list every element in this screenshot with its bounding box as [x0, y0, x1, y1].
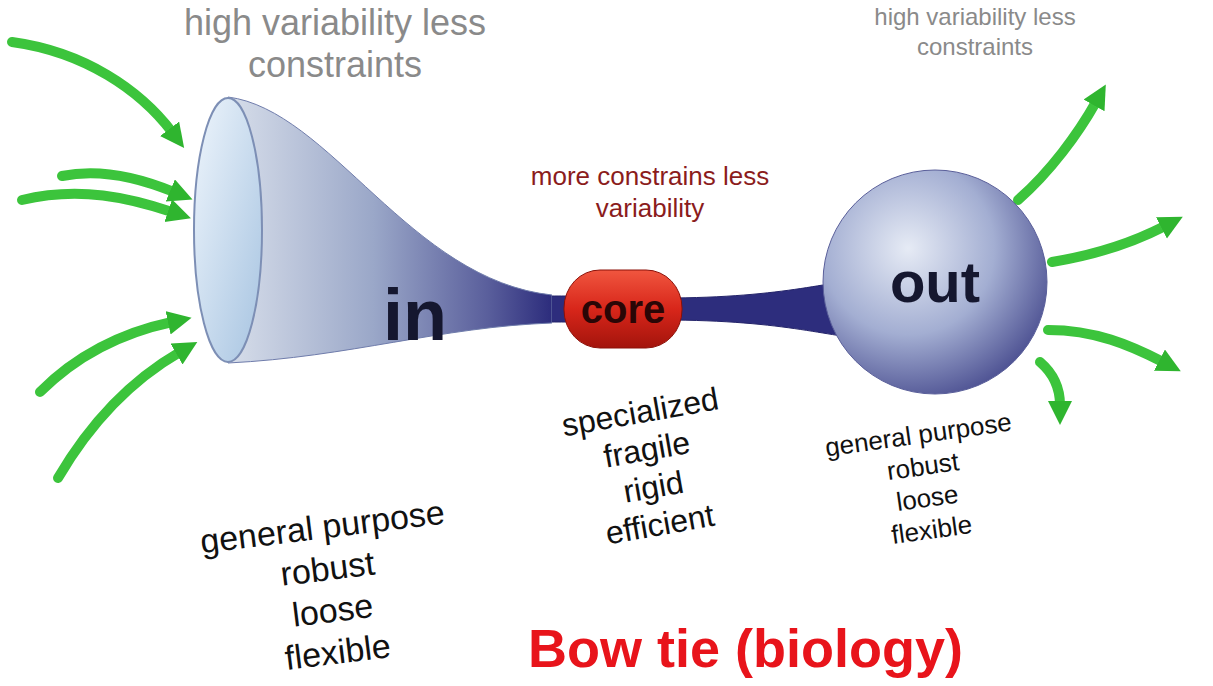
input-arrow [62, 173, 174, 192]
node-label: in [360, 279, 470, 351]
constraint-note: high variability less constraints [180, 2, 490, 86]
funnel-rim [194, 98, 262, 362]
funnel-body [228, 97, 552, 363]
output-bulb-node: out [815, 160, 1055, 410]
caption-text: Bow tie (biology) [528, 618, 963, 678]
label-text: more constrains less variability [530, 160, 770, 224]
node-label: core [563, 289, 683, 329]
green-arrows [12, 42, 1165, 478]
input-arrow [58, 352, 180, 478]
core-blob [564, 270, 682, 348]
property-list: specializedfragilerigidefficient [528, 374, 771, 562]
property-list: general purposerobustlooseflexible [171, 487, 489, 686]
caption-slot: Bow tie (biology) [528, 618, 963, 678]
funnel-shape [190, 95, 552, 365]
constraint-note: high variability less constraints [865, 2, 1085, 62]
output-arrow [1048, 330, 1163, 362]
constraint-note: more constrains less variability [530, 160, 770, 224]
node-label: out [845, 253, 1025, 311]
property-list: general purposerobustlooseflexible [807, 403, 1043, 560]
output-bulb [823, 170, 1047, 394]
core-node: core [563, 269, 683, 349]
input-arrow [40, 322, 172, 392]
input-arrow [12, 42, 172, 132]
output-arrow [1018, 102, 1096, 200]
input-arrow [22, 194, 172, 212]
input-funnel: in [190, 95, 552, 365]
output-arrow [1040, 362, 1060, 405]
output-arrow [1052, 226, 1165, 262]
label-text: high variability less constraints [865, 2, 1085, 62]
label-text: high variability less constraints [180, 2, 490, 86]
